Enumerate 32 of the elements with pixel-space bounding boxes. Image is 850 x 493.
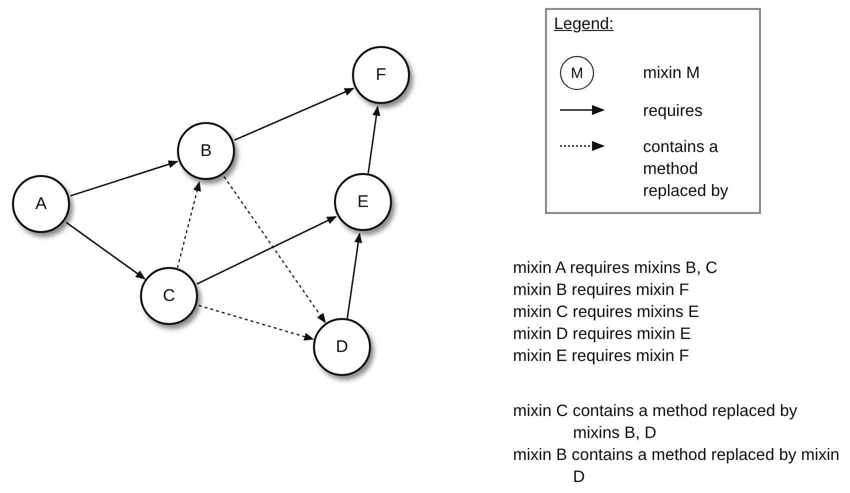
statement-text: mixin D requires mixin E	[513, 324, 692, 345]
dashed-arrow	[224, 176, 326, 324]
mixin-circle	[313, 318, 371, 376]
node-label: E	[357, 192, 369, 212]
dashed-arrow	[176, 181, 201, 268]
mixin-circle	[352, 46, 410, 104]
statement-text: mixin B contains a method replaced by mixin D	[513, 445, 840, 488]
legend-title: Legend:	[554, 15, 614, 34]
node-label: C	[162, 286, 176, 306]
arrow	[367, 106, 380, 174]
arrow	[196, 216, 337, 285]
mixin-symbol-icon: M	[560, 56, 594, 90]
dashed-arrow	[198, 304, 314, 341]
mixin-circle	[12, 175, 70, 233]
arrow	[70, 160, 178, 197]
arrow	[234, 88, 354, 141]
arrow	[346, 232, 362, 318]
legend-text: contains a method replaced by	[643, 137, 730, 202]
mixin-circle	[334, 173, 392, 231]
arrow	[66, 222, 146, 280]
legend-text: mixin M	[643, 63, 701, 84]
legend-text: requires	[643, 101, 704, 122]
statement-text: mixin E requires mixin F	[513, 346, 690, 367]
statement-text: mixin A requires mixins B, C	[513, 258, 718, 279]
node-label: B	[200, 141, 212, 161]
node-label: D	[336, 337, 348, 357]
statement-text: mixin B requires mixin F	[513, 280, 690, 301]
node-label: A	[35, 194, 47, 214]
mixin-circle	[140, 267, 198, 325]
node-label: F	[376, 65, 386, 85]
mixin-circle	[177, 122, 235, 180]
statement-text: mixin C requires mixins E	[513, 302, 700, 323]
